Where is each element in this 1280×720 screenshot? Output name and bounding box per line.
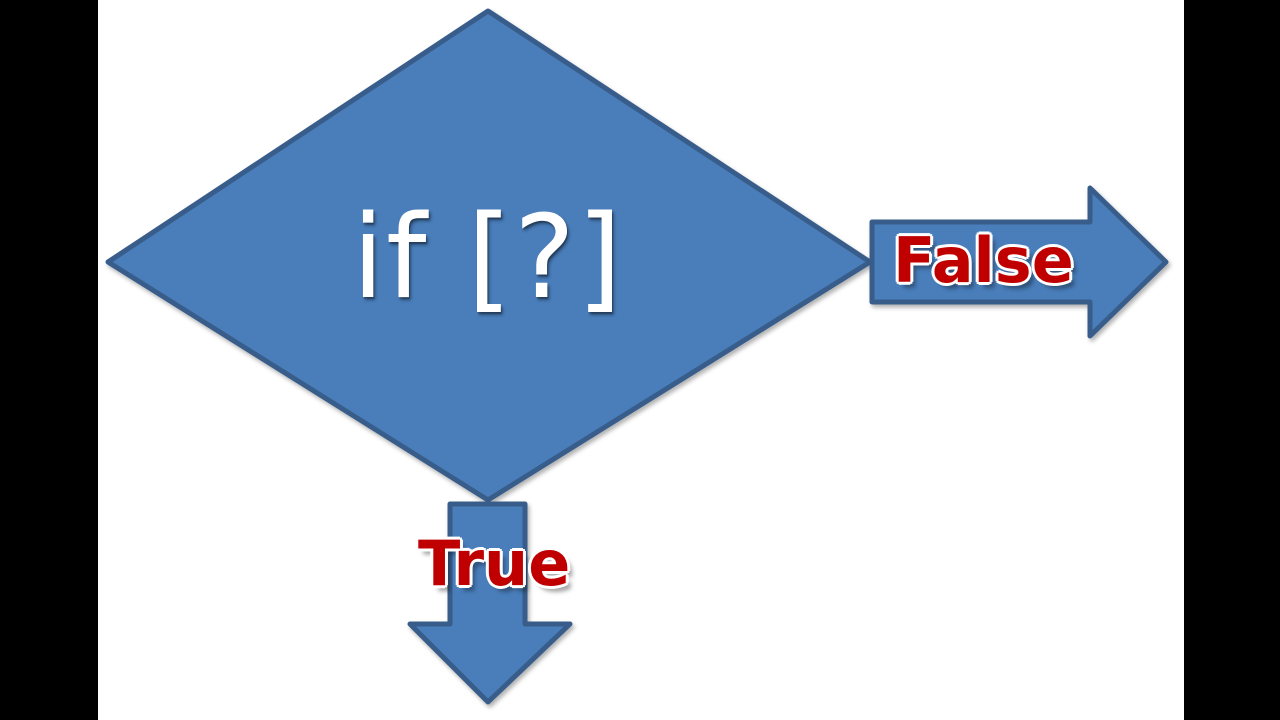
decision-diamond-shape[interactable] xyxy=(105,8,873,503)
true-branch-label: True xyxy=(418,527,571,600)
pillarbox-right-bar xyxy=(1184,0,1280,720)
pillarbox-left-bar xyxy=(0,0,98,720)
false-branch-label: False xyxy=(893,224,1074,297)
true-branch-down-arrow[interactable] xyxy=(407,501,573,705)
decision-condition-text: if [?] xyxy=(352,191,624,325)
false-branch-right-arrow[interactable] xyxy=(869,185,1169,339)
